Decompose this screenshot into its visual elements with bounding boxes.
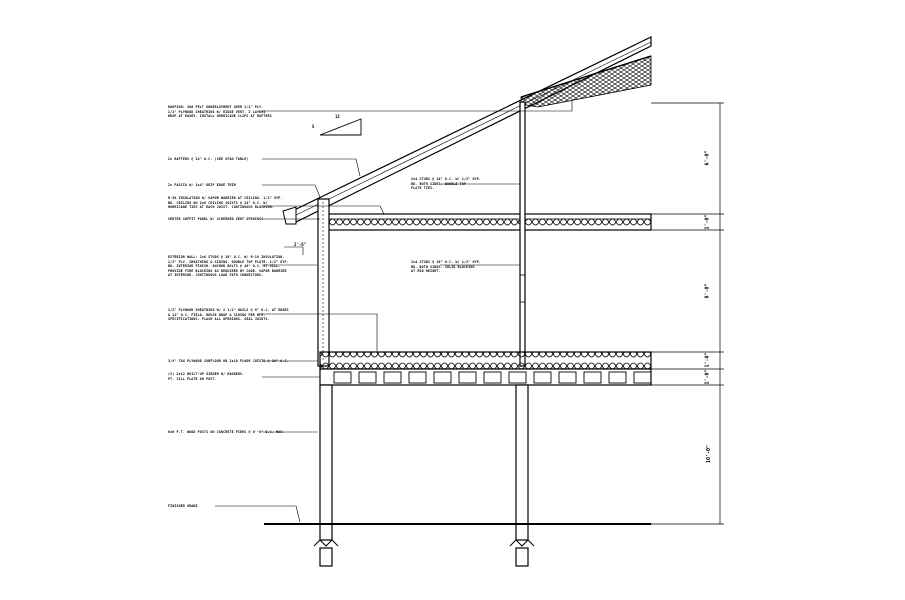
dimension-label: 10'-0" <box>706 444 713 464</box>
note-line: BD. INTERIOR FINISH. ANCHOR BOLTS @ 48" … <box>168 264 281 269</box>
note-line: AT INTERIOR. CONTINUOUS LOAD PATH CONNEC… <box>168 273 264 278</box>
note-line: VENTED SOFFIT PANEL W/ SCREENED VENT OPE… <box>168 217 264 221</box>
dimension-label: 8'-0" <box>704 283 711 299</box>
note-line: BD. BOTH SIDES. SOLID BLOCKING <box>411 264 475 269</box>
note-rafters: 2x RAFTERS @ 24" O.C. (SEE SPAN TABLE) <box>168 157 249 162</box>
interior-wall <box>519 101 526 367</box>
dimension-label: 6'-0" <box>704 150 711 166</box>
floor-block <box>433 371 452 384</box>
floor-block <box>583 371 602 384</box>
note-line: & 12" O.C. FIELD. HOUSE WRAP & SIDING PE… <box>168 312 266 317</box>
dimension-label: 1'-0" <box>704 214 711 230</box>
note-line: 2x RAFTERS @ 24" O.C. (SEE SPAN TABLE) <box>168 157 249 161</box>
note-line: FINISHED GRADE <box>168 504 198 508</box>
floor-block <box>508 371 527 384</box>
slope-indicator <box>319 118 362 136</box>
note-grade: FINISHED GRADE <box>168 504 198 509</box>
note-line: 3/4" T&G PLYWOOD SUBFLOOR ON 2x10 FLOOR … <box>168 359 289 363</box>
note-ceiling-insulation: R-38 INSULATION W/ VAPOR BARRIER AT CEIL… <box>168 196 282 210</box>
note-wall-sheathing: 1/2" PLYWOOD SHEATHING W/ 2 1/2" NAILS @… <box>168 308 289 322</box>
foundation-posts <box>313 384 535 567</box>
note-line: (3) 2x12 BUILT-UP GIRDER W/ HANGERS. <box>168 372 245 376</box>
note-line: PLATE TIES. <box>411 186 435 191</box>
dimension-label: 1'-0" <box>704 352 711 368</box>
roof-assembly <box>282 36 652 225</box>
ceiling-joist-band <box>319 213 652 231</box>
floor-block <box>408 371 427 384</box>
note-line: ROOFING: 30# FELT UNDERLAYMENT OVER 1/2"… <box>168 105 264 109</box>
exterior-wall <box>317 198 330 367</box>
floor-block <box>558 371 577 384</box>
note-line: 2x4 STUDS @ 16" O.C. W/ 1/2" GYP. <box>411 260 481 264</box>
note-line: PT. SILL PLATE ON POST. <box>168 376 217 381</box>
note-interior-wall-top: 2x4 STUDS @ 16" O.C. W/ 1/2" GYP. BD. BO… <box>411 177 481 191</box>
note-posts: 6x6 P.T. WOOD POSTS ON CONCRETE PIERS @ … <box>168 430 285 435</box>
note-line: 2x4 STUDS @ 16" O.C. W/ 1/2" GYP. <box>411 177 481 181</box>
note-line: EXTERIOR WALL: 2x6 STUDS @ 16" O.C. W/ R… <box>168 255 285 259</box>
note-line: AT MID HEIGHT. <box>411 269 441 274</box>
note-roof-assembly: ROOFING: 30# FELT UNDERLAYMENT OVER 1/2"… <box>168 105 272 119</box>
note-line: R-38 INSULATION W/ VAPOR BARRIER AT CEIL… <box>168 196 283 200</box>
floor-block <box>608 371 627 384</box>
note-line: 1/2" PLYWOOD SHEATHING W/ RIDGE VENT. 2 … <box>168 109 266 114</box>
note-floor-assembly: 3/4" T&G PLYWOOD SUBFLOOR ON 2x10 FLOOR … <box>168 359 289 364</box>
dimension-label: 1'-0" <box>704 369 711 385</box>
note-line: PROVIDE FIRE BLOCKING AS REQUIRED BY COD… <box>168 268 287 273</box>
leader-lines <box>215 101 573 523</box>
note-line: SPECIFICATIONS. FLASH ALL OPENINGS. SEAL… <box>168 317 270 322</box>
floor-block <box>533 371 552 384</box>
floor-block <box>633 371 652 384</box>
note-line: 6x6 P.T. WOOD POSTS ON CONCRETE PIERS @ … <box>168 430 285 434</box>
note-interior-wall-mid: 2x4 STUDS @ 16" O.C. W/ 1/2" GYP. BD. BO… <box>411 260 481 274</box>
overhang-label: 2'-6" <box>294 242 307 247</box>
floor-block <box>358 371 377 384</box>
floor-block <box>333 371 352 384</box>
floor-block <box>383 371 402 384</box>
note-soffit: VENTED SOFFIT PANEL W/ SCREENED VENT OPE… <box>168 217 263 222</box>
note-wall-assembly: EXTERIOR WALL: 2x6 STUDS @ 16" O.C. W/ R… <box>168 255 289 278</box>
note-line: 1/2" PLY. SHEATHING & SIDING. DOUBLE TOP… <box>168 259 289 264</box>
slope-run-label: 5 <box>312 124 315 129</box>
note-line: BD. CEILING ON 2x6 CEILING JOISTS @ 24" … <box>168 200 268 205</box>
note-line: 1/2" PLYWOOD SHEATHING W/ 2 1/2" NAILS @… <box>168 308 289 312</box>
note-fascia: 2x FASCIA W/ 1x4" DRIP EDGE TRIM <box>168 183 236 188</box>
dimension-string <box>651 102 724 525</box>
note-line: WRAP AT EAVES. INSTALL HURRICANE CLIPS A… <box>168 114 272 119</box>
floor-block <box>483 371 502 384</box>
note-line: 2x FASCIA W/ 1x4" DRIP EDGE TRIM <box>168 183 236 187</box>
floor-assembly <box>319 351 652 386</box>
note-line: BD. BOTH SIDES. DOUBLE TOP <box>411 181 467 186</box>
note-floor-girder: (3) 2x12 BUILT-UP GIRDER W/ HANGERS. PT.… <box>168 372 244 381</box>
floor-block <box>458 371 477 384</box>
note-line: HURRICANE TIES AT EACH JOIST. CONTINUOUS… <box>168 205 274 210</box>
slope-rise-label: 12 <box>335 114 340 119</box>
